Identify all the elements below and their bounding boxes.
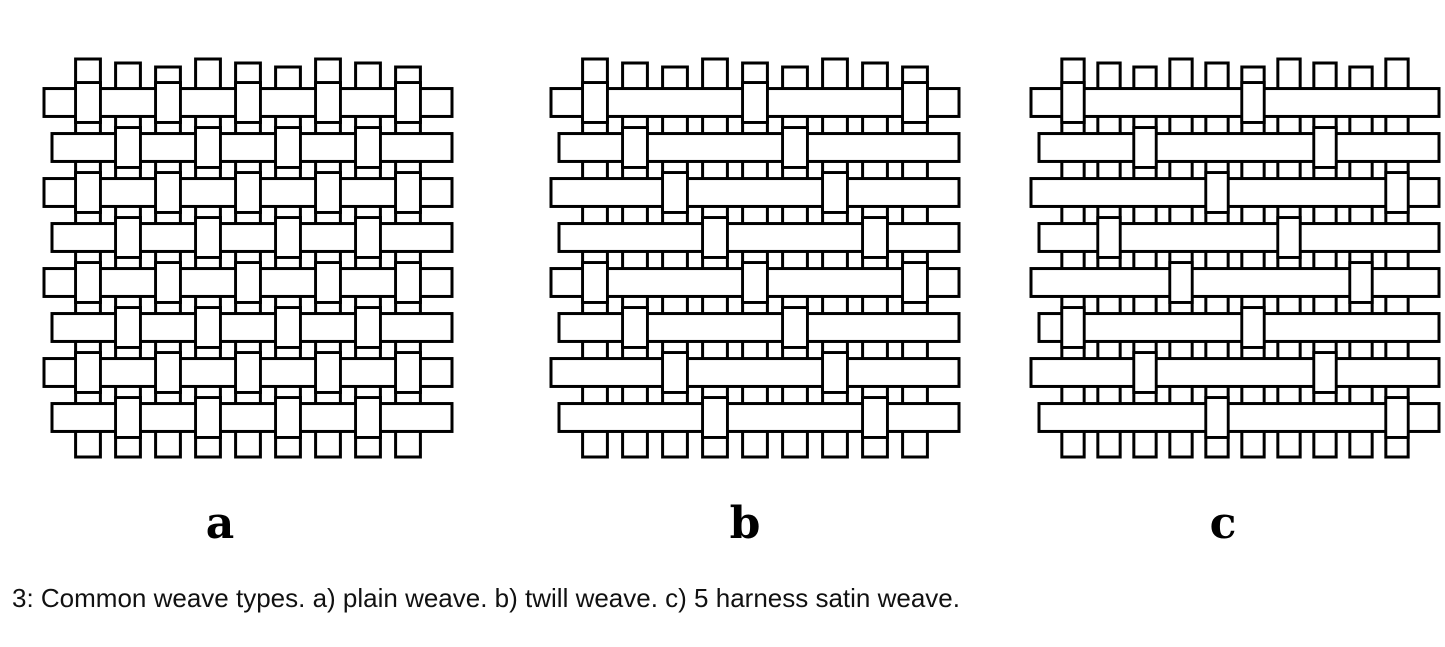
weft-yarn xyxy=(557,312,961,343)
twill-weave-illustration xyxy=(549,57,961,459)
weft-yarn xyxy=(1037,402,1441,433)
satin-weave-illustration xyxy=(1029,57,1441,459)
weft-yarn xyxy=(50,402,454,433)
panel-label-b: b xyxy=(729,498,761,549)
weft-yarn xyxy=(557,222,961,253)
warp-yarn xyxy=(661,65,689,459)
warp-yarn xyxy=(1168,57,1194,459)
weft-yarn xyxy=(1029,357,1441,388)
panel-label-c: c xyxy=(1209,498,1237,549)
weft-yarn xyxy=(549,357,961,388)
weave-diagram-a xyxy=(38,55,458,465)
figure-caption: 3: Common weave types. a) plain weave. b… xyxy=(12,583,960,613)
warp-yarn xyxy=(1240,65,1266,459)
warp-yarn xyxy=(1132,65,1158,459)
weft-yarn xyxy=(1037,132,1441,163)
weft-yarn xyxy=(1037,312,1441,343)
warp-yarn xyxy=(821,57,849,459)
warp-yarn xyxy=(1312,61,1338,459)
warp-yarn xyxy=(781,65,809,459)
weave-diagram-c xyxy=(1025,55,1445,465)
warp-yarn xyxy=(861,61,889,459)
weft-yarn xyxy=(50,222,454,253)
weave-diagram-b xyxy=(545,55,965,465)
weft-yarn xyxy=(1029,87,1441,118)
weft-yarn xyxy=(50,312,454,343)
weft-yarn xyxy=(557,132,961,163)
plain-weave-illustration xyxy=(42,57,454,459)
weft-yarn xyxy=(1029,177,1441,208)
warp-yarn xyxy=(621,61,649,459)
weft-yarn xyxy=(50,132,454,163)
warp-yarn xyxy=(1096,61,1122,459)
weft-yarn xyxy=(557,402,961,433)
panel-label-a: a xyxy=(205,498,235,549)
weft-yarn xyxy=(1029,267,1441,298)
warp-yarn xyxy=(581,57,609,459)
weft-yarn xyxy=(549,177,961,208)
warp-yarn xyxy=(741,61,769,459)
